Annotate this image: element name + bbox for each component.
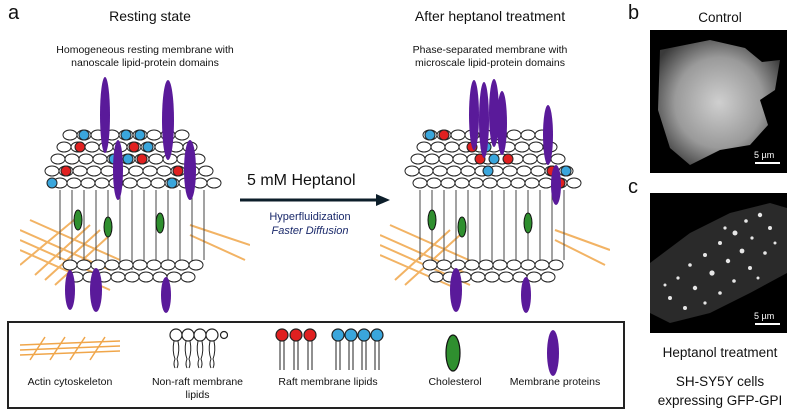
faster-diffusion-text: Faster Diffusion: [271, 225, 349, 237]
heptanol-arrow-label: 5 mM Heptanol: [247, 172, 356, 189]
heptanol-treatment-caption: Heptanol treatment: [662, 345, 778, 360]
heptanol-membrane-illustration: [380, 79, 610, 313]
control-scalebar: [755, 162, 780, 164]
control-micrograph: 5 µm: [650, 30, 787, 173]
heptanol-scale-label: 5 µm: [754, 311, 775, 321]
legend-raft-red-icon: [275, 328, 317, 370]
lipid-grid-left-bottom: [62, 259, 204, 283]
resting-state-title: Resting state: [109, 8, 191, 24]
resting-membrane-illustration: [20, 77, 250, 313]
membrane-proteins-right: [450, 79, 561, 313]
treatment-arrow: [240, 194, 390, 206]
heptanol-state-title: After heptanol treatment: [414, 8, 566, 24]
cells-caption-line1: SH-SY5Y cells: [675, 374, 765, 389]
legend-protein-icon: [547, 330, 559, 376]
resting-state-subtitle-2: nanoscale lipid-protein domains: [71, 57, 219, 69]
control-cell-image: [658, 40, 780, 165]
legend-actin-icon: [20, 336, 120, 361]
membrane-proteins-left: [65, 77, 196, 313]
panel-a-letter: a: [8, 2, 20, 24]
hyperfluidization-label: Hyperfluidization: [269, 211, 351, 223]
resting-state-subtitle-1: Homogeneous resting membrane with: [56, 44, 234, 56]
panel-c-letter: c: [628, 176, 638, 198]
legend-actin-label: Actin cytoskeleton: [27, 376, 113, 388]
control-title: Control: [698, 10, 742, 25]
panel-b-letter: b: [628, 2, 640, 24]
legend-box: [7, 321, 625, 409]
lipid-tails-right: [419, 190, 565, 270]
heptanol-state-subtitle-2: microscale lipid-protein domains: [415, 57, 565, 69]
lipid-grid-right-bottom: [422, 259, 564, 283]
raft-lipids-left: [46, 129, 184, 189]
legend-cholesterol-icon: [445, 334, 461, 372]
cells-caption-line2: expressing GFP-GPI: [657, 393, 783, 408]
heptanol-scalebar: [755, 323, 780, 325]
cholesterol-left: [73, 209, 165, 238]
legend-protein-label: Membrane proteins: [509, 376, 601, 388]
legend-nonraft-icon: [169, 328, 228, 369]
heptanol-micrograph: 5 µm: [650, 193, 787, 333]
cholesterol-right: [427, 209, 533, 238]
legend-cholesterol-label: Cholesterol: [428, 376, 482, 388]
heptanol-cell-image: [650, 203, 787, 323]
control-scale-label: 5 µm: [754, 150, 775, 160]
legend-raft-label: Raft membrane lipids: [278, 376, 378, 388]
heptanol-state-subtitle-1: Phase-separated membrane with: [412, 44, 568, 56]
legend-raft-blue-icon: [331, 328, 384, 370]
faster-diffusion-label: Faster Diffusion: [240, 224, 380, 238]
legend-nonraft-label: Non-raft membrane lipids: [151, 376, 244, 401]
